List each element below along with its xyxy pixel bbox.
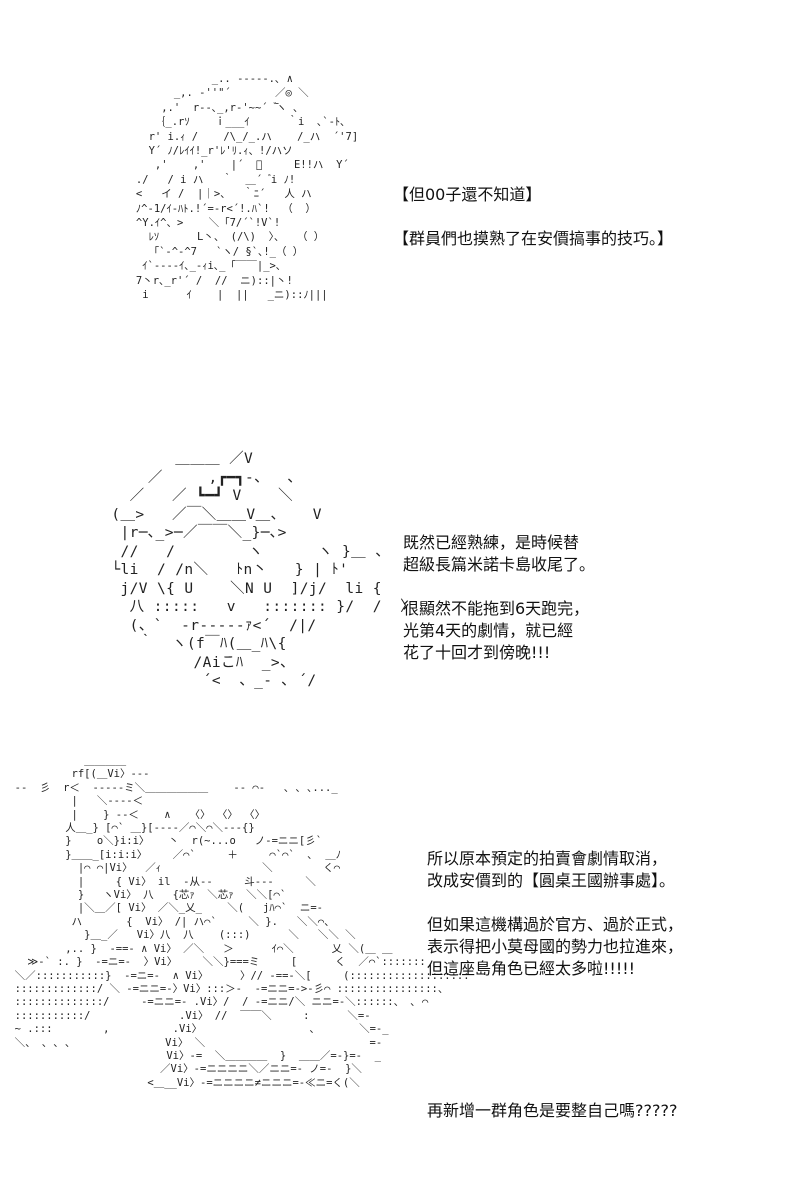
caption-block-2: 既然已經熟練，是時候替 超級長篇米諾卡島收尾了。 很顯然不能拖到6天跑完， 光第… [403,532,595,664]
caption-line: 但如果這機構過於官方、過於正式， [427,915,684,934]
caption-line: 既然已經熟練，是時候替 [403,533,580,552]
caption-line: 【但00子還不知道】 [393,185,542,204]
caption-line: 光第4天的劇情，就已經 [403,621,574,640]
caption-line: 改成安價到的【圓桌王國辦事處】。 [427,871,676,890]
caption-block-3: 所以原本預定的拍賣會劇情取消， 改成安價到的【圓桌王國辦事處】。 但如果這機構過… [427,848,683,980]
ascii-art-character-bottom: ＿＿＿＿ rf[(＿Vi〉--- -- 彡 r＜ ‐‐‐‐‐ミ＼＿＿＿＿＿＿ ‐… [14,755,470,1089]
caption-line: 【群員們也摸熟了在安價搞事的技巧。】 [393,229,674,248]
caption-line: 超級長篇米諾卡島收尾了。 [403,555,596,574]
ascii-art-character-top: _.. -‐‐‐-.､ ∧ _,. ‐''"´ ／◎ ＼ ,.' r‐-､_,r… [135,73,359,302]
caption-block-4: 再新增一群角色是要整自己嗎????? [427,1100,677,1122]
caption-line: 花了十回才到傍晚!!! [403,643,551,662]
caption-line: 表示得把小莫母國的勢力也拉進來， [427,937,684,956]
ascii-art-character-middle: ＿＿＿ ／V ／ ,┏━┓-、 、 ／ ／ ┗━┛ V ＼ (＿> ／￣＼＿＿V… [111,451,416,689]
caption-line: 但這座島角色已經太多啦!!!!! [427,959,636,978]
caption-line: 再新增一群角色是要整自己嗎????? [427,1101,678,1120]
caption-block-1: 【但00子還不知道】 【群員們也摸熟了在安價搞事的技巧。】 [393,184,673,250]
caption-line: 所以原本預定的拍賣會劇情取消， [427,849,668,868]
caption-line: 很顯然不能拖到6天跑完， [403,599,590,618]
